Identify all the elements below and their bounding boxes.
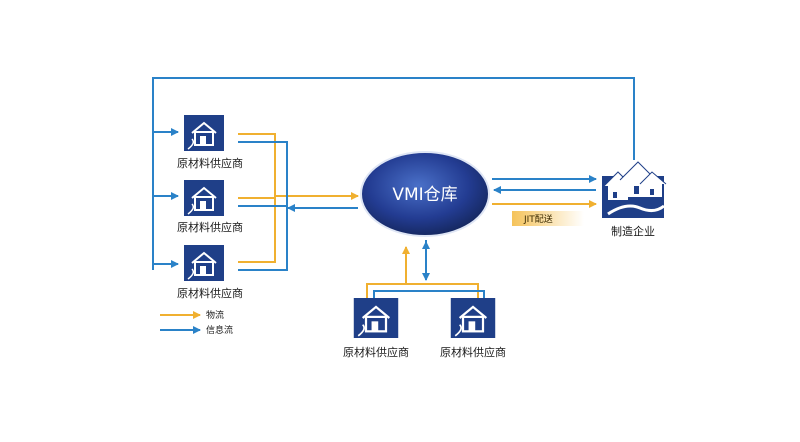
hub-bottom-supplier-links	[366, 240, 485, 298]
info-flow-feedback-loop	[152, 77, 635, 270]
supplier-node-5: 原材料供应商	[440, 298, 506, 359]
jit-badge	[512, 211, 584, 226]
supplier-node-2: 原材料供应商	[177, 180, 243, 234]
hub-label: VMI仓库	[392, 185, 457, 205]
manufacturer-node: 制造企业	[602, 161, 667, 238]
supplier-label: 原材料供应商	[440, 345, 506, 359]
supplier-node-3: 原材料供应商	[177, 245, 243, 300]
factory-houses-icon	[602, 161, 667, 218]
manufacturer-label: 制造企业	[611, 224, 655, 238]
supplier-node-1: 原材料供应商	[177, 115, 243, 170]
legend: 物流 信息流	[160, 309, 233, 336]
house-icon	[184, 180, 224, 216]
jit-label: JIT配送	[523, 213, 553, 225]
vmi-warehouse-hub: VMI仓库	[360, 151, 490, 237]
supplier-label: 原材料供应商	[177, 220, 243, 234]
house-icon	[450, 298, 496, 338]
house-icon	[184, 115, 224, 151]
supplier-label: 原材料供应商	[177, 286, 243, 300]
supplier-label: 原材料供应商	[177, 156, 243, 170]
legend-info-label: 信息流	[206, 324, 233, 336]
left-supplier-trunks	[238, 133, 359, 271]
supplier-node-4: 原材料供应商	[343, 298, 409, 359]
supplier-label: 原材料供应商	[343, 345, 409, 359]
legend-material-label: 物流	[206, 309, 224, 321]
house-icon	[353, 298, 399, 338]
hub-manufacturer-links: JIT配送	[492, 175, 597, 226]
house-icon	[184, 245, 224, 281]
